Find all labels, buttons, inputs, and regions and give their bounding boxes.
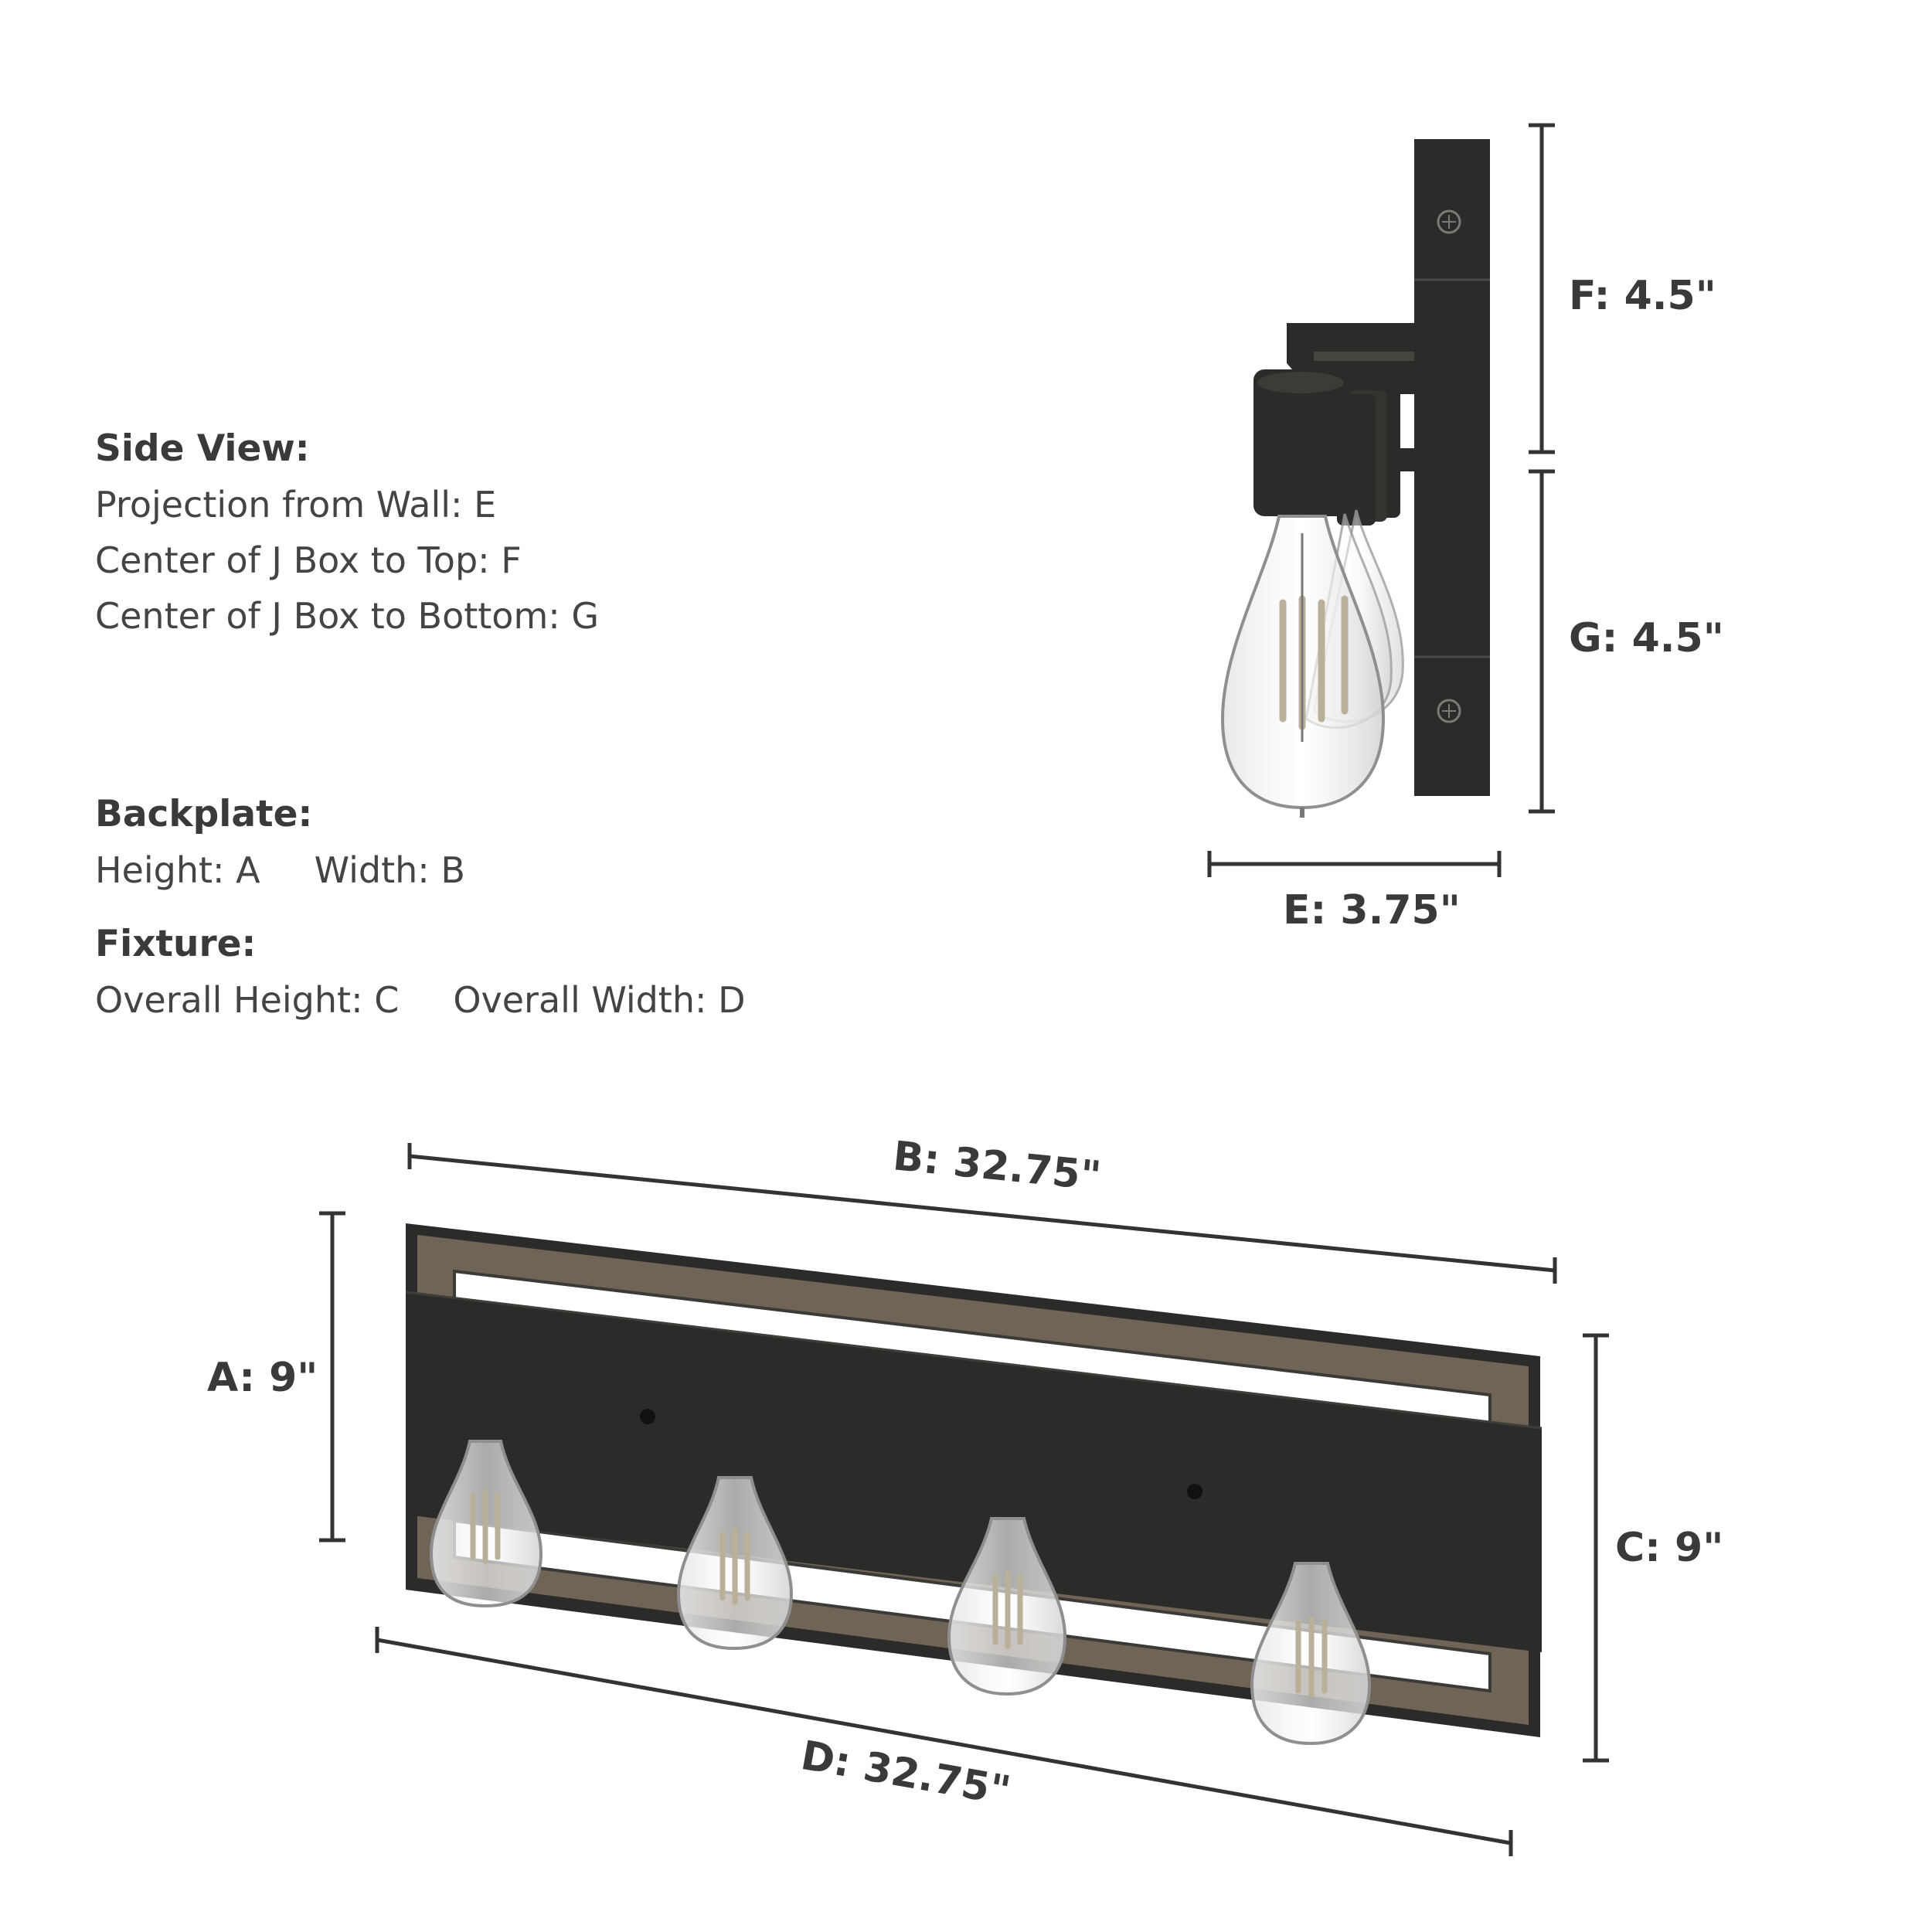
fixture-width: Overall Width: D bbox=[453, 979, 746, 1021]
side-view-line-bottom: Center of J Box to Bottom: G bbox=[95, 595, 600, 637]
front-bulb-4 bbox=[1250, 1434, 1372, 1746]
screw-icon bbox=[1437, 209, 1461, 234]
dimension-a-label: A: 9" bbox=[207, 1355, 318, 1401]
dimension-f-label: F: 4.5" bbox=[1569, 273, 1716, 319]
fixture-legend: Fixture: Overall Height: C Overall Width:… bbox=[95, 917, 746, 1028]
side-view-legend: Side View: Projection from Wall: E Cente… bbox=[95, 421, 599, 644]
fixture-height: Overall Height: C bbox=[95, 979, 400, 1021]
backplate-legend: Backplate: Height: A Width: B bbox=[95, 787, 465, 898]
mounting-knob bbox=[640, 1409, 655, 1424]
backplate-width: Width: B bbox=[314, 849, 465, 891]
dimension-lines-side bbox=[1207, 123, 1555, 877]
side-backplate bbox=[1414, 139, 1490, 796]
backplate-heading: Backplate: bbox=[95, 793, 313, 835]
front-bulb-1 bbox=[429, 1318, 543, 1608]
fixture-line: Overall Height: C Overall Width: D bbox=[95, 972, 746, 1028]
dimension-g-label: G: 4.5" bbox=[1569, 615, 1724, 662]
backplate-height: Height: A bbox=[95, 849, 260, 891]
side-view-line-top: Center of J Box to Top: F bbox=[95, 539, 522, 581]
side-socket bbox=[1253, 369, 1348, 516]
dimension-d-label: D: 32.75" bbox=[798, 1733, 1014, 1815]
front-bulb-3 bbox=[947, 1391, 1067, 1696]
fixture-heading: Fixture: bbox=[95, 923, 257, 965]
backplate-line: Height: A Width: B bbox=[95, 842, 465, 898]
side-view-heading: Side View: bbox=[95, 427, 310, 470]
front-backplate bbox=[406, 1292, 1542, 1652]
front-bulb-2 bbox=[676, 1352, 794, 1651]
dimension-c-label: C: 9" bbox=[1615, 1525, 1723, 1571]
mounting-knob bbox=[1187, 1484, 1202, 1499]
dimension-lines-front bbox=[319, 1143, 1609, 1856]
dimension-e-label: E: 3.75" bbox=[1283, 887, 1461, 934]
dimension-b-label: B: 32.75" bbox=[891, 1133, 1104, 1200]
side-view-line-projection: Projection from Wall: E bbox=[95, 484, 497, 526]
screw-icon bbox=[1437, 699, 1461, 723]
side-view-illustration bbox=[1220, 139, 1490, 818]
